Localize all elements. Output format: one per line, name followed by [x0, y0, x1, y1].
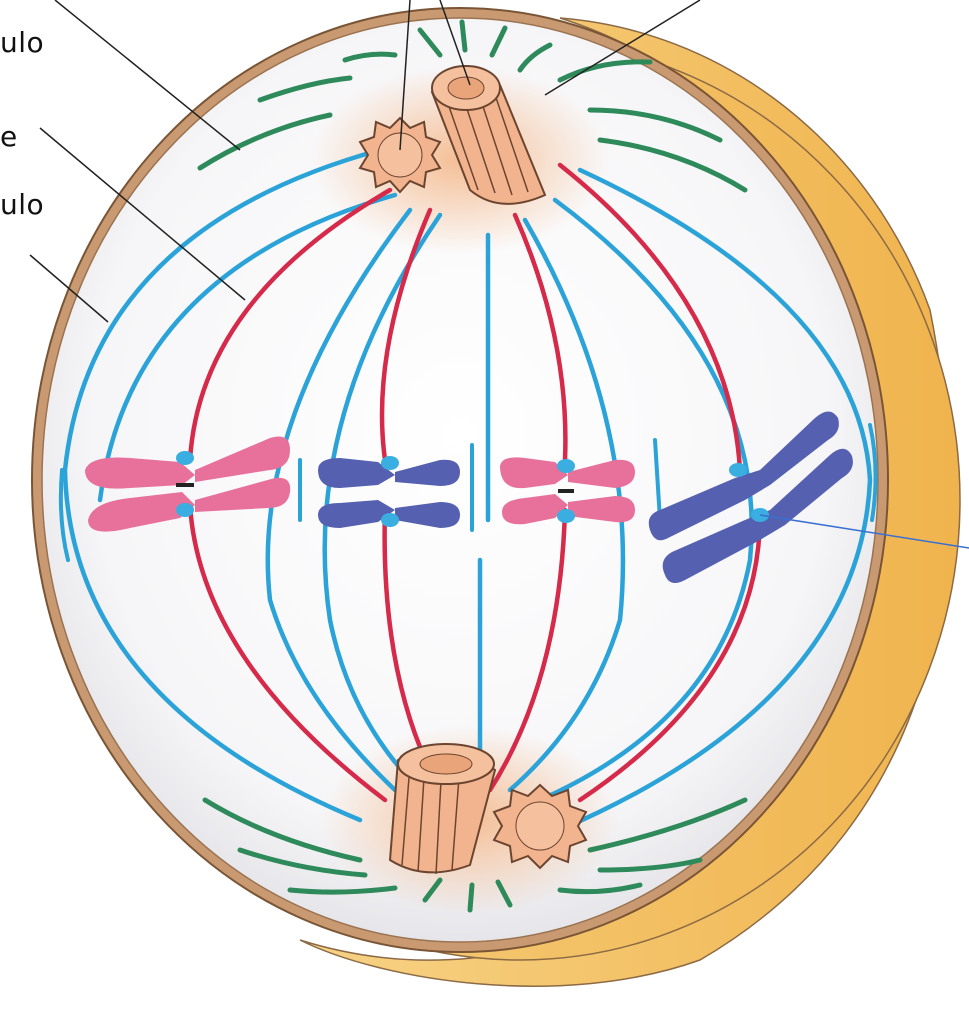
kinetochore-2a: [381, 456, 399, 470]
kinetochore-1a: [176, 451, 194, 465]
kinetochore-1b: [176, 503, 194, 517]
kinetochore-3a: [557, 459, 575, 473]
kinetochore-3b: [557, 509, 575, 523]
kinetochore-2b: [381, 513, 399, 527]
kinetochore-4a: [729, 463, 747, 477]
